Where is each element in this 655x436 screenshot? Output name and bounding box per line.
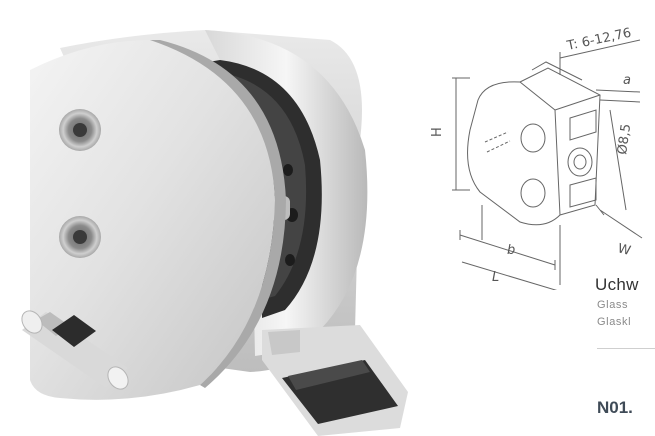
rubber-insert-part [262,325,408,436]
dim-width: W [616,241,632,259]
technical-drawing: T: 6-12,76 a Ø8,5 H W b L [430,26,643,290]
dim-thickness: T: 6-12,76 [565,26,633,54]
product-subtitle-2: Glaskl [597,316,632,328]
dim-hole: Ø8,5 [615,123,634,156]
dim-height: H [430,127,445,137]
product-subtitle-1: Glass [597,299,629,311]
dim-a: a [623,73,631,88]
connecting-pin [21,310,129,390]
product-code: N01. [597,398,633,417]
product-title: Uchw [595,275,639,294]
product-photo [21,30,408,436]
divider [597,348,655,349]
glass-clamp [30,30,368,400]
dim-b: b [507,243,515,258]
dim-length: L [492,270,499,285]
